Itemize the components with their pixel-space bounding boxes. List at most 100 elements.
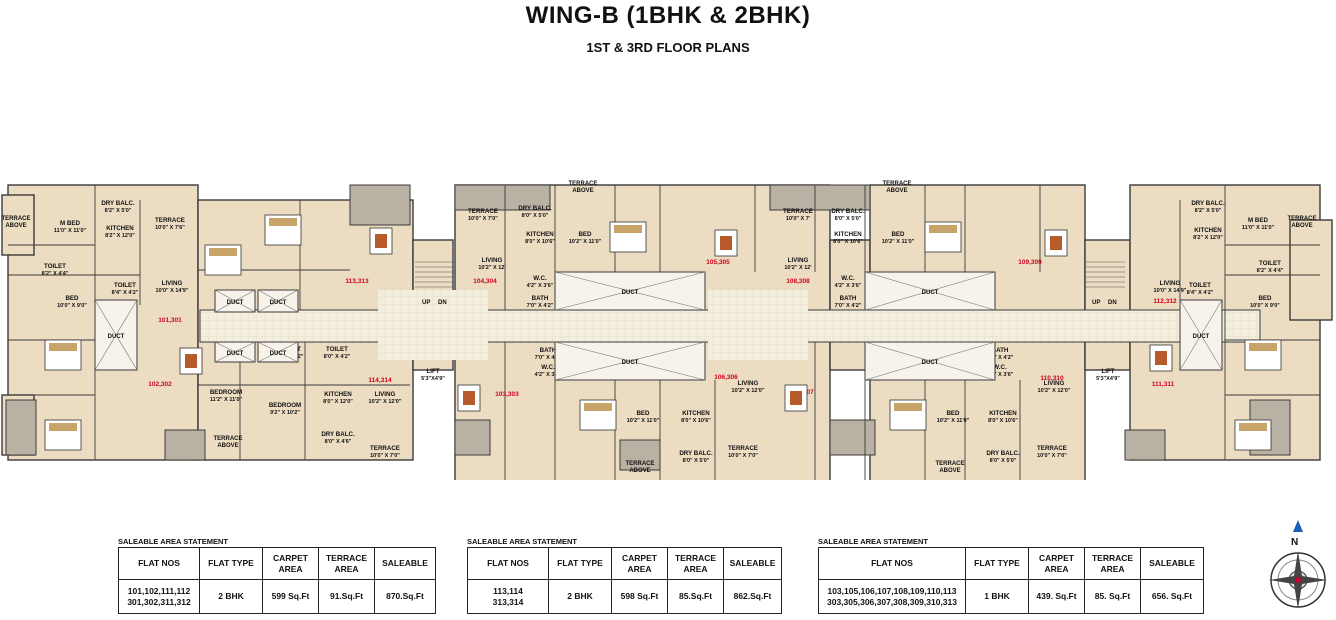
flat-type-cell: 1 BHK bbox=[965, 579, 1029, 614]
room-name: M BED bbox=[1248, 217, 1268, 224]
room-dimension: 10'0" X 7'0" bbox=[1037, 453, 1067, 459]
flat-number: 101,301 bbox=[158, 317, 182, 324]
saleable-cell: 870.Sq.Ft bbox=[374, 579, 436, 614]
page-title: WING-B (1BHK & 2BHK) bbox=[525, 2, 811, 29]
duct-label: DUCT bbox=[227, 351, 244, 357]
room-dimension: 8'4" X 4'2" bbox=[1187, 290, 1214, 296]
duct-cross bbox=[864, 341, 996, 381]
room-name: LIVING bbox=[738, 380, 759, 387]
room-name: BEDROOM bbox=[269, 402, 301, 409]
flat-number: 106,306 bbox=[714, 374, 738, 381]
room-name: TOILET bbox=[44, 263, 66, 270]
terrace-above-label: TERRACE bbox=[1287, 216, 1316, 222]
north-arrow-icon bbox=[1293, 520, 1303, 532]
terrace-above-label: ABOVE bbox=[572, 188, 593, 194]
room-name: M BED bbox=[60, 220, 80, 227]
col-header: CARPET AREA bbox=[262, 547, 319, 580]
sofa-cushion bbox=[1050, 236, 1062, 250]
bed-pillow bbox=[1239, 423, 1267, 431]
duct-label: DUCT bbox=[227, 300, 244, 306]
compass-rose-icon: N bbox=[1269, 520, 1327, 609]
room-name: LIVING bbox=[788, 257, 809, 264]
terrace-area bbox=[454, 184, 551, 211]
room-name: KITCHEN bbox=[106, 225, 134, 232]
terrace-area bbox=[769, 184, 871, 211]
room-name: KITCHEN bbox=[526, 231, 554, 238]
room-dimension: 11'0" X 11'0" bbox=[1242, 225, 1275, 231]
terrace-above-label: TERRACE bbox=[935, 461, 964, 467]
room-name: BED bbox=[636, 410, 650, 417]
duct-cross bbox=[1179, 299, 1223, 371]
saleable-cell: 656. Sq.Ft bbox=[1140, 579, 1204, 614]
room-name: KITCHEN bbox=[324, 391, 352, 398]
room-name: LIVING bbox=[162, 280, 183, 287]
area-statement-table-3: FLAT NOS FLAT TYPE CARPET AREA TERRACE A… bbox=[818, 547, 1204, 614]
terrace-area bbox=[5, 399, 37, 456]
room-name: DRY BALC. bbox=[321, 431, 355, 438]
area-statement-title-3: SALEABLE AREA STATEMENT bbox=[818, 537, 928, 546]
duct-cross bbox=[257, 341, 299, 363]
duct-cross bbox=[554, 271, 706, 311]
room-dimension: 10'2" X 12'0" bbox=[732, 388, 765, 394]
bed-pillow bbox=[49, 423, 77, 431]
bed-pillow bbox=[269, 218, 297, 226]
bed-pillow bbox=[929, 225, 957, 233]
room-dimension: 7'0" X 4'2" bbox=[535, 355, 562, 361]
flat-type-cell: 2 BHK bbox=[548, 579, 612, 614]
room-name: KITCHEN bbox=[834, 231, 862, 238]
flat-number: 113,313 bbox=[345, 278, 369, 285]
bed-pillow bbox=[1249, 343, 1277, 351]
building-walls bbox=[1, 184, 1333, 480]
room-dimension: 5'3"X4'9" bbox=[421, 376, 445, 382]
duct-label: DUCT bbox=[108, 334, 125, 340]
flat-number: 114,314 bbox=[368, 377, 392, 384]
room-dimension: 10'2" X 12'0" bbox=[369, 399, 402, 405]
room-dimension: 11'0" X 11'0" bbox=[54, 228, 87, 234]
room-dimension: 10'2" X 12'0" bbox=[1038, 388, 1071, 394]
terrace-area bbox=[164, 429, 206, 461]
col-header: TERRACE AREA bbox=[1084, 547, 1141, 580]
room-name: BATH bbox=[540, 347, 557, 354]
room-dimension: 8'0" X 10'6" bbox=[833, 239, 863, 245]
area-statement-title-1: SALEABLE AREA STATEMENT bbox=[118, 537, 228, 546]
flat-type-cell: 2 BHK bbox=[199, 579, 263, 614]
room-dimension: 8'0" X 4'2" bbox=[324, 354, 351, 360]
room-dimension: 10'0" X 7'6" bbox=[155, 225, 185, 231]
room-name: BED bbox=[1258, 295, 1272, 302]
col-header: CARPET AREA bbox=[611, 547, 668, 580]
area-statement-table-1: FLAT NOS FLAT TYPE CARPET AREA TERRACE A… bbox=[118, 547, 436, 614]
col-header: SALEABLE bbox=[374, 547, 436, 580]
terrace-above-label: ABOVE bbox=[1291, 223, 1312, 229]
duct-label: DUCT bbox=[270, 300, 287, 306]
col-header: TERRACE AREA bbox=[667, 547, 724, 580]
duct-label: DUCT bbox=[270, 351, 287, 357]
room-dimension: 9'2" X 10'2" bbox=[270, 410, 300, 416]
stair-down-label: DN bbox=[1108, 300, 1117, 306]
room-dimension: 7'0" X 4'2" bbox=[527, 303, 554, 309]
room-dimension: 4'2" X 3'6" bbox=[535, 372, 562, 378]
col-header: SALEABLE bbox=[723, 547, 782, 580]
terrace-area-cell: 85.Sq.Ft bbox=[667, 579, 724, 614]
col-header: SALEABLE bbox=[1140, 547, 1204, 580]
terrace-area bbox=[619, 439, 661, 471]
terrace-above-label: ABOVE bbox=[5, 223, 26, 229]
room-name: TOILET bbox=[326, 346, 348, 353]
room-name: BATH bbox=[992, 347, 1009, 354]
duct-cross bbox=[94, 299, 138, 371]
room-dimension: 8'0" X 10'6" bbox=[525, 239, 555, 245]
duct-cross bbox=[554, 341, 706, 381]
room-dimension: 10'2" X 11'0" bbox=[882, 239, 915, 245]
duct-cross bbox=[214, 289, 256, 313]
flat-number: 110,310 bbox=[1040, 375, 1064, 382]
room-name: TERRACE bbox=[1037, 445, 1067, 452]
room-name: BATH bbox=[840, 295, 857, 302]
terrace-above-label: TERRACE bbox=[568, 181, 597, 187]
room-dimension: 8'2" X 12'0" bbox=[105, 233, 135, 239]
bed-pillow bbox=[894, 403, 922, 411]
room-dimension: 10'2" X 11'0" bbox=[569, 239, 602, 245]
